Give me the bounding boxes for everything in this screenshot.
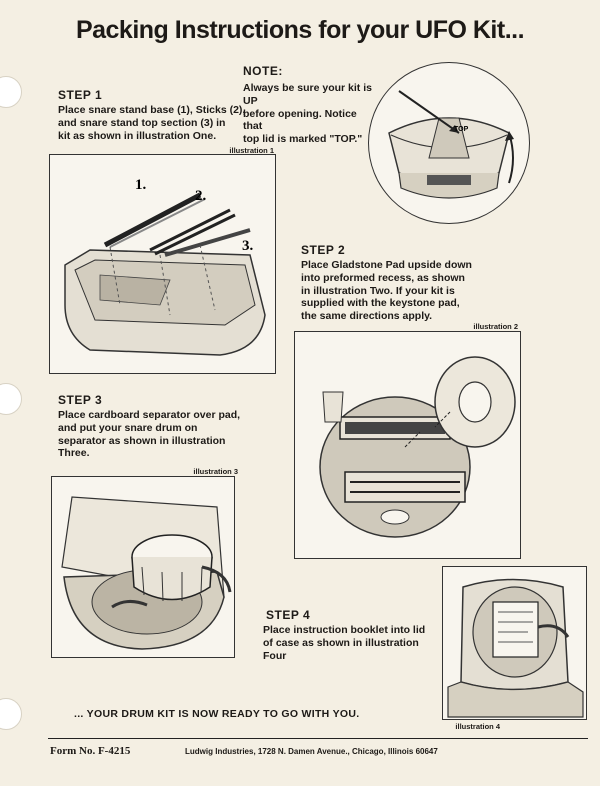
step3-line: and put your snare drum on	[58, 421, 198, 434]
step1-line: kit as shown in illustration One.	[58, 129, 217, 142]
note-lid-illustration: TOP	[368, 62, 530, 224]
ufo-case-top-drawing: TOP	[388, 90, 514, 199]
note-line: top lid is marked "TOP."	[243, 133, 363, 146]
step3-heading: STEP 3	[58, 393, 103, 407]
snare-drum-drawing	[61, 496, 232, 650]
callout-2: 2.	[195, 188, 207, 204]
illustration2-caption: illustration 2	[473, 322, 518, 331]
illustration1-caption: illustration 1	[229, 146, 274, 155]
step4-line: Four	[263, 649, 287, 662]
step4-line: Place instruction booklet into lid	[263, 624, 426, 636]
step4-line: of case as shown in illustration	[263, 636, 419, 649]
step3-line: Three.	[58, 447, 90, 460]
company-address: Ludwig Industries, 1728 N. Damen Avenue.…	[185, 747, 438, 756]
illustration4	[442, 566, 587, 720]
step3-line: separator as shown in illustration	[58, 434, 226, 447]
step1-line: and snare stand top section (3) in	[58, 116, 226, 129]
note-line: Always be sure your kit is UP	[243, 82, 372, 107]
illustration3-caption: illustration 3	[193, 467, 238, 476]
illustration3	[51, 476, 235, 658]
step1-line: Place snare stand base (1), Sticks (2),	[58, 104, 246, 116]
illustration1: 1. 2. 3.	[49, 154, 276, 374]
step3-line: Place cardboard separator over pad,	[58, 409, 241, 421]
callout-3: 3.	[242, 238, 254, 254]
punch-hole-middle	[0, 383, 22, 415]
step2-line: the same directions apply.	[301, 310, 433, 323]
step3-text: Place cardboard separator over pad, and …	[58, 409, 258, 460]
note-heading: NOTE:	[243, 64, 283, 78]
step2-text: Place Gladstone Pad upside down into pre…	[301, 259, 481, 323]
step2-heading: STEP 2	[301, 243, 346, 257]
step2-line: in illustration Two. If your kit is	[301, 284, 455, 297]
ready-message: ... YOUR DRUM KIT IS NOW READY TO GO WIT…	[74, 708, 360, 720]
callout-1: 1.	[135, 177, 147, 193]
footer-rule	[48, 738, 588, 739]
form-number: Form No. F-4215	[50, 745, 131, 757]
step4-text: Place instruction booklet into lid of ca…	[263, 624, 438, 662]
step2-line: Place Gladstone Pad upside down	[301, 259, 472, 271]
illustration4-caption: illustration 4	[455, 722, 500, 731]
gladstone-pad-drawing	[319, 356, 516, 538]
step2-line: supplied with the keystone pad,	[301, 297, 460, 310]
lid-top-label: TOP	[454, 126, 469, 133]
booklet-in-lid-drawing	[447, 578, 584, 718]
note-text: Always be sure your kit is UP before ope…	[243, 82, 378, 146]
illustration2	[294, 331, 521, 559]
stand-and-sticks-drawing: 1. 2. 3.	[64, 177, 266, 356]
step4-heading: STEP 4	[266, 608, 311, 622]
step1-text: Place snare stand base (1), Sticks (2), …	[58, 104, 248, 142]
punch-hole-bottom	[0, 698, 22, 730]
note-line: before opening. Notice that	[243, 107, 357, 133]
step2-line: into preformed recess, as shown	[301, 271, 465, 284]
step1-heading: STEP 1	[58, 88, 103, 102]
punch-hole-top	[0, 76, 22, 108]
page-title: Packing Instructions for your UFO Kit...	[75, 16, 525, 44]
